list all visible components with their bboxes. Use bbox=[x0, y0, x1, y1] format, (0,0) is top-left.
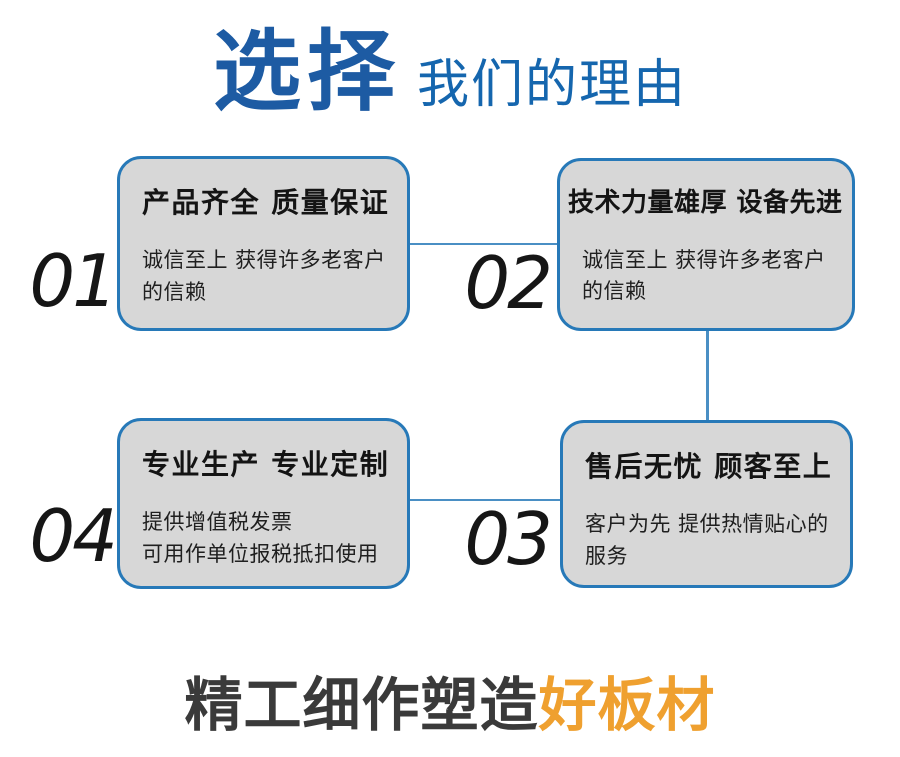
feature-card-desc: 诚信至上 获得许多老客户 的信赖 bbox=[582, 247, 826, 304]
page-title: 选择 我们的理由 bbox=[0, 28, 900, 116]
page-title-highlight: 选择 bbox=[212, 20, 401, 123]
footer-tagline: 精工细作塑造好板材 bbox=[0, 671, 900, 739]
feature-number-04: 04 bbox=[29, 494, 118, 578]
feature-card-title: 售后无忧 顾客至上 bbox=[585, 450, 833, 483]
feature-card-01: 产品齐全 质量保证 诚信至上 获得许多老客户 的信赖 bbox=[117, 156, 410, 331]
page-title-rest: 我们的理由 bbox=[417, 55, 688, 115]
feature-card-desc: 提供增值税发票 可用作单位报税抵扣使用 bbox=[142, 510, 379, 566]
feature-card-03: 售后无忧 顾客至上 客户为先 提供热情贴心的 服务 bbox=[560, 420, 853, 588]
feature-number-01: 01 bbox=[29, 239, 118, 323]
connector-line-top bbox=[408, 243, 558, 245]
feature-card-title: 产品齐全 质量保证 bbox=[142, 186, 390, 219]
footer-tagline-accent: 好板材 bbox=[538, 671, 716, 739]
connector-line-bottom bbox=[408, 499, 561, 501]
feature-card-title: 技术力量雄厚 设备先进 bbox=[568, 188, 843, 218]
feature-card-title: 专业生产 专业定制 bbox=[142, 448, 390, 481]
feature-card-desc: 诚信至上 获得许多老客户 的信赖 bbox=[142, 248, 386, 304]
connector-line-vertical bbox=[706, 329, 709, 422]
feature-number-03: 03 bbox=[464, 497, 553, 581]
feature-card-desc: 客户为先 提供热情贴心的 服务 bbox=[585, 512, 829, 568]
footer-tagline-dark: 精工细作塑造 bbox=[184, 671, 539, 739]
feature-number-02: 02 bbox=[464, 241, 553, 325]
feature-card-04: 专业生产 专业定制 提供增值税发票 可用作单位报税抵扣使用 bbox=[117, 418, 410, 589]
feature-card-02: 技术力量雄厚 设备先进 诚信至上 获得许多老客户 的信赖 bbox=[557, 158, 855, 331]
